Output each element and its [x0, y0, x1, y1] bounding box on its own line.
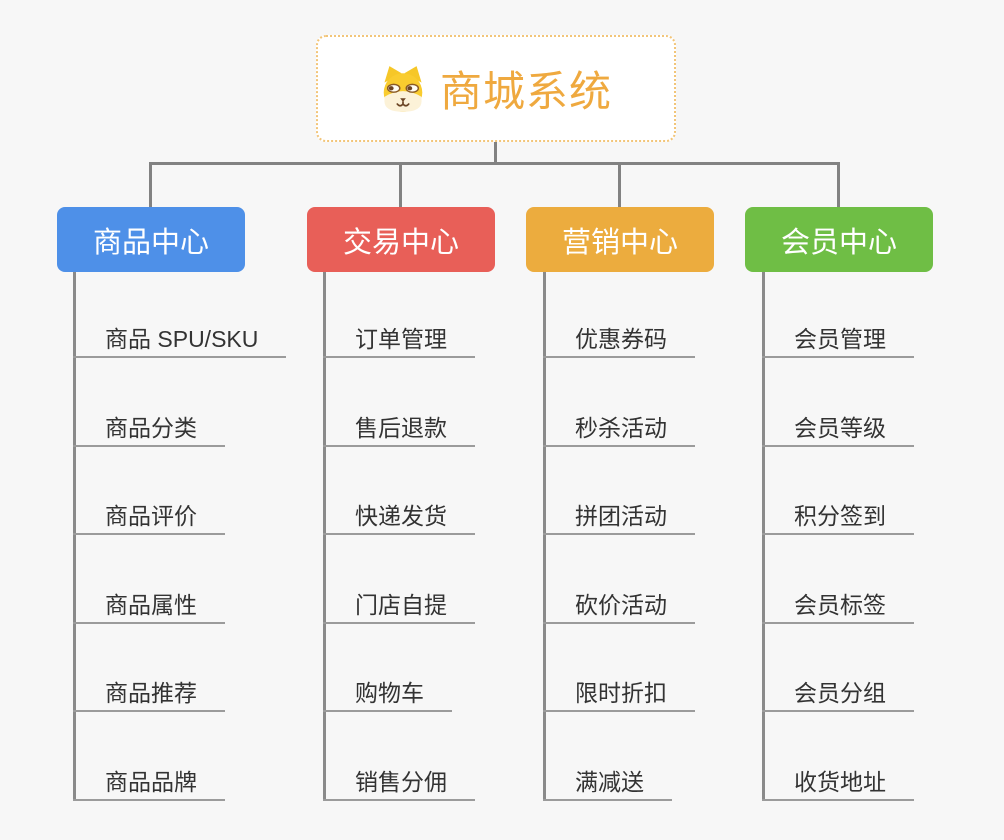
- child-node[interactable]: 销售分佣: [323, 767, 475, 801]
- child-node[interactable]: 积分签到: [762, 501, 914, 535]
- branch-drop-line: [399, 162, 402, 208]
- child-node[interactable]: 商品属性: [73, 590, 225, 624]
- child-node[interactable]: 会员分组: [762, 678, 914, 712]
- branch-label: 营销中心: [561, 226, 678, 259]
- doge-dog-icon: [383, 65, 423, 112]
- child-node[interactable]: 限时折扣: [543, 678, 695, 712]
- child-node[interactable]: 拼团活动: [543, 501, 695, 535]
- branch-node-member-center[interactable]: 会员中心: [745, 207, 933, 272]
- child-node[interactable]: 商品 SPU/SKU: [73, 324, 287, 358]
- child-node[interactable]: 秒杀活动: [543, 413, 695, 447]
- root-node[interactable]: 商城系统: [316, 35, 676, 142]
- branch-node-product-center[interactable]: 商品中心: [57, 207, 245, 272]
- child-node[interactable]: 会员管理: [762, 324, 914, 358]
- branch-label: 会员中心: [780, 226, 897, 259]
- branch-node-marketing-center[interactable]: 营销中心: [526, 207, 714, 272]
- child-node[interactable]: 满减送: [543, 767, 672, 801]
- branch-drop-line: [618, 162, 621, 208]
- child-node[interactable]: 收货地址: [762, 767, 914, 801]
- child-node[interactable]: 订单管理: [323, 324, 475, 358]
- root-title: 商城系统: [439, 68, 612, 115]
- branch-drop-line: [149, 162, 152, 208]
- child-node[interactable]: 砍价活动: [543, 590, 695, 624]
- child-node[interactable]: 优惠券码: [543, 324, 695, 358]
- child-node[interactable]: 商品分类: [73, 413, 225, 447]
- branch-label: 商品中心: [92, 226, 209, 259]
- branch-rail-line: [149, 162, 840, 165]
- child-node[interactable]: 门店自提: [323, 590, 475, 624]
- child-node[interactable]: 售后退款: [323, 413, 475, 447]
- child-node[interactable]: 商品品牌: [73, 767, 225, 801]
- child-node[interactable]: 购物车: [323, 678, 452, 712]
- child-node[interactable]: 商品推荐: [73, 678, 225, 712]
- branch-drop-line: [837, 162, 840, 208]
- child-node[interactable]: 快递发货: [323, 501, 475, 535]
- root-connector-line: [494, 141, 497, 164]
- child-node[interactable]: 会员标签: [762, 590, 914, 624]
- child-node[interactable]: 会员等级: [762, 413, 914, 447]
- branch-node-trade-center[interactable]: 交易中心: [307, 207, 495, 272]
- child-node[interactable]: 商品评价: [73, 501, 225, 535]
- branch-label: 交易中心: [342, 226, 459, 259]
